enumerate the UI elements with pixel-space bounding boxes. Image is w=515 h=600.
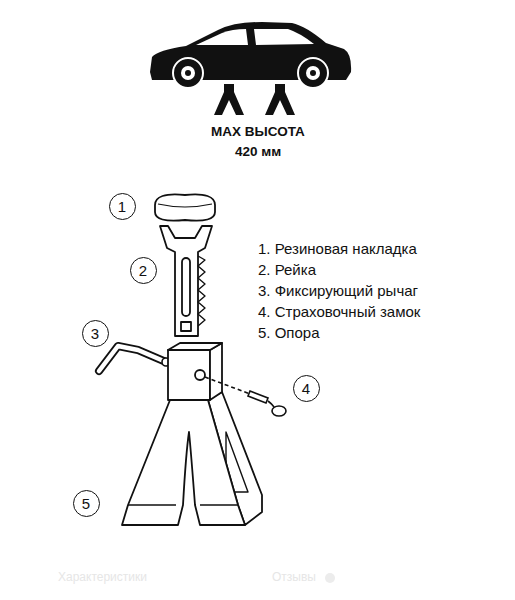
part-name: 5. Опора [258,324,320,341]
callout-circle: 2 [130,257,157,284]
height-value: 420 мм [235,144,281,159]
callout-number: 5 [82,496,90,511]
rack [160,226,212,336]
callout-circle: 1 [109,193,136,220]
locking-lever [99,346,170,371]
stand-body [122,343,262,525]
part-name: 4. Страховочный замок [258,303,420,320]
part-name: 1. Резиновая накладка [258,240,417,257]
callout-number: 2 [139,263,147,278]
callout-number: 1 [118,199,126,214]
height-caption: MAX ВЫСОТА [211,124,305,139]
faint-tab: Характеристики [58,570,147,584]
car-silhouette [150,22,351,88]
callout-number: 4 [302,381,310,396]
faint-icon [325,573,335,583]
callout-circle: 4 [293,375,320,402]
safety-pin [205,377,286,416]
callout-circle: 3 [82,320,109,347]
callout-number: 3 [91,326,99,341]
rubber-pad [155,194,215,220]
callout-circle: 5 [73,490,100,517]
part-name: 2. Рейка [258,261,316,278]
faint-tab: Отзывы [272,570,316,584]
small-stands [214,84,295,115]
part-name: 3. Фиксирующий рычаг [258,282,418,299]
